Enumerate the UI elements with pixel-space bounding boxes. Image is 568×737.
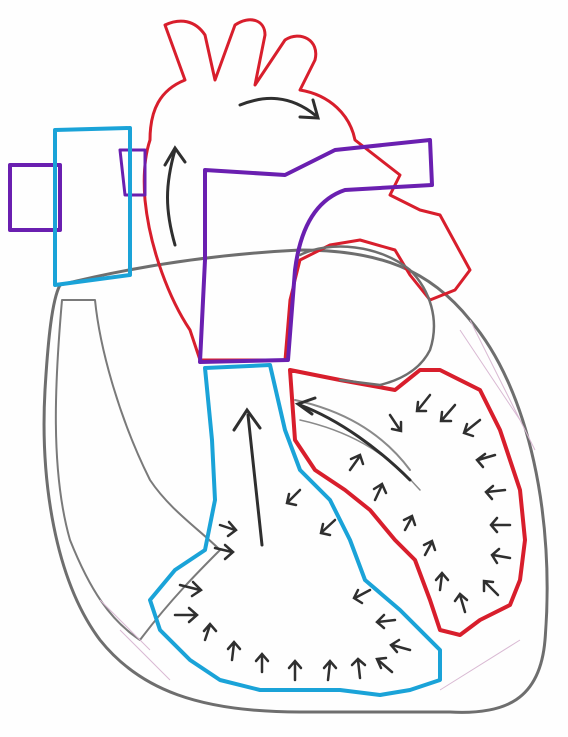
rv-small-arrow xyxy=(377,615,395,628)
lv-small-arrow xyxy=(436,573,448,590)
lv-small-arrow xyxy=(464,420,480,436)
shading-line xyxy=(470,320,535,450)
rv-small-arrow xyxy=(354,590,370,603)
rv-small-arrow xyxy=(321,520,335,535)
shading-line xyxy=(120,630,170,680)
lv-small-arrow xyxy=(424,541,435,555)
shading-line xyxy=(100,600,150,650)
rv-small-arrow xyxy=(391,640,410,652)
aorta-up-arrow xyxy=(168,150,176,245)
rv-small-arrow xyxy=(228,642,240,660)
rv-small-arrow xyxy=(175,608,197,622)
lv-small-arrow xyxy=(441,405,455,421)
lv-small-arrow xyxy=(404,516,415,530)
rv-small-arrow xyxy=(256,654,268,672)
pulmonary-branch-stub xyxy=(120,150,145,195)
rv-small-arrow xyxy=(377,658,392,672)
left-atrium xyxy=(300,247,434,385)
rv-small-arrow xyxy=(352,659,365,678)
lv-small-arrow xyxy=(492,549,510,563)
rv-small-arrow xyxy=(324,661,336,680)
lv-small-arrow xyxy=(455,594,467,612)
rv-small-arrow xyxy=(289,661,301,680)
lv-small-arrow xyxy=(484,581,498,595)
rv-small-arrow xyxy=(287,490,300,505)
rv-outflow-arrow xyxy=(248,415,262,545)
lv-small-arrow xyxy=(491,518,510,532)
aorta-up-arrow-head xyxy=(165,148,185,165)
rv-small-arrow xyxy=(204,624,216,640)
lv-small-arrow xyxy=(417,395,430,411)
lv-small-arrow xyxy=(374,484,386,500)
lv-small-arrow xyxy=(350,455,363,470)
lv-small-arrow xyxy=(390,415,401,431)
lv-small-arrow xyxy=(477,454,495,467)
aortic-arch xyxy=(144,20,470,360)
pulmonary-branch-left xyxy=(10,165,60,230)
arch-arrow xyxy=(240,98,315,115)
shading-line xyxy=(440,640,520,690)
rv-small-arrow xyxy=(220,522,236,536)
heart-outline xyxy=(44,250,547,712)
rv-outflow-arrow-head xyxy=(234,410,260,430)
lv-contraction-arrows xyxy=(350,395,510,612)
lv-small-arrow xyxy=(486,486,505,499)
